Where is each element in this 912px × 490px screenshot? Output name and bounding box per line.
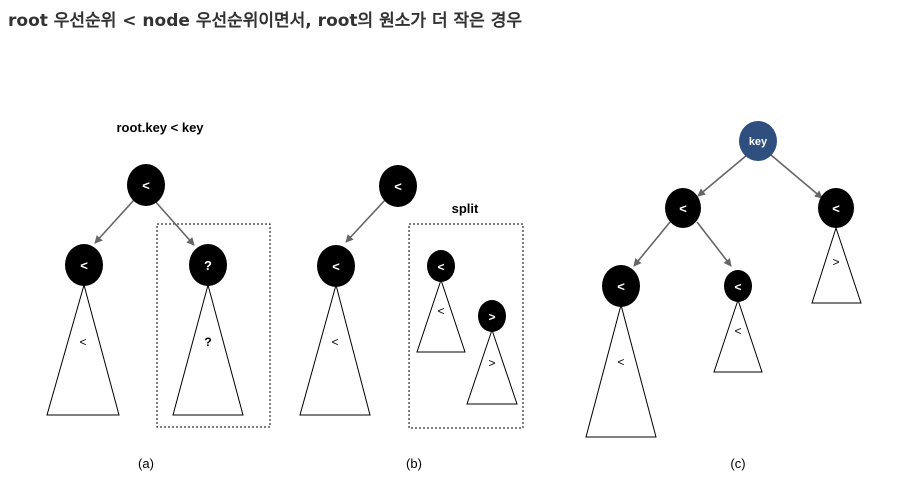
panel-c-left-right-subtree: [713, 298, 763, 373]
panel-c-edge-left-right: [696, 221, 732, 267]
panel-b-split-left-node-label: <: [437, 260, 444, 274]
panel-c-left-left-subtree-label: <: [617, 355, 624, 369]
panel-a-right-subtree: [172, 283, 244, 416]
panel-c-right-subtree-label: >: [832, 255, 839, 269]
panel-b-split-box: [408, 223, 524, 429]
panel-c-right-node-label: <: [832, 201, 840, 216]
panel-b-edge-left: [345, 198, 387, 243]
panel-a-right-node-label: ?: [204, 258, 212, 273]
panel-c-key-node-label: key: [749, 136, 768, 148]
panel-c-key-node: [739, 121, 777, 161]
panel-c-left-left-subtree: [585, 303, 657, 438]
panel-b-root-node: [379, 165, 417, 207]
panel-b-split-right-node-label: >: [488, 310, 495, 324]
panel-b-left-node: [317, 245, 355, 287]
panel-c-left-node-label: <: [679, 201, 687, 216]
panel-c-left-node: [665, 188, 701, 228]
panel-b-split-right-subtree-label: >: [488, 356, 495, 370]
panel-c-left-right-node-label: <: [734, 280, 741, 294]
panel-b-split-label: split: [452, 201, 479, 216]
panel-b-root-node-label: <: [394, 179, 402, 194]
panel-b-left-node-label: <: [332, 259, 340, 274]
panel-c-edge-key-left: [697, 154, 748, 197]
panel-a-root-node: [127, 164, 165, 206]
panel-a-root-node-label: <: [142, 178, 150, 193]
panel-a-caption: (a): [138, 456, 154, 471]
panel-c-left-left-node-label: <: [617, 279, 625, 294]
page-title: root 우선순위 < node 우선순위이면서, root의 원소가 더 작은…: [8, 11, 522, 31]
panel-a: root.key < key < ? < < ? (a): [46, 120, 271, 471]
panel-a-right-subtree-label: ?: [204, 335, 211, 349]
panel-c-edge-left-left: [633, 221, 671, 267]
panel-b-split-left-subtree: [416, 278, 466, 353]
panel-c: < < > key < < < < (c): [585, 121, 862, 471]
panel-b-caption: (b): [406, 456, 422, 471]
panel-c-edge-key-right: [770, 154, 823, 199]
panel-c-left-right-subtree-label: <: [734, 324, 741, 338]
panel-b-split-right-subtree: [466, 328, 518, 405]
panel-b: < < < split < > < > (b): [299, 165, 524, 471]
panel-c-caption: (c): [730, 456, 745, 471]
panel-c-left-right-node: [724, 270, 752, 302]
panel-a-condition: root.key < key: [116, 120, 204, 135]
panel-a-left-subtree-label: <: [79, 335, 86, 349]
panel-a-right-node: [189, 244, 227, 286]
panel-b-left-subtree-label: <: [331, 335, 338, 349]
panel-c-right-node: [818, 188, 854, 228]
panel-b-left-subtree: [299, 283, 371, 416]
panel-b-split-right-node: [478, 300, 506, 332]
panel-b-split-left-node: [427, 250, 455, 282]
panel-a-edge-left: [94, 199, 135, 244]
panel-c-left-left-node: [602, 265, 640, 307]
panel-a-edge-right: [153, 199, 195, 246]
panel-c-right-subtree: [811, 226, 862, 304]
panel-a-left-subtree: [46, 283, 120, 416]
panel-a-left-node: [65, 244, 103, 286]
panel-a-focus-box: [156, 223, 271, 428]
panel-a-left-node-label: <: [80, 258, 88, 273]
panel-b-split-left-subtree-label: <: [437, 304, 444, 318]
